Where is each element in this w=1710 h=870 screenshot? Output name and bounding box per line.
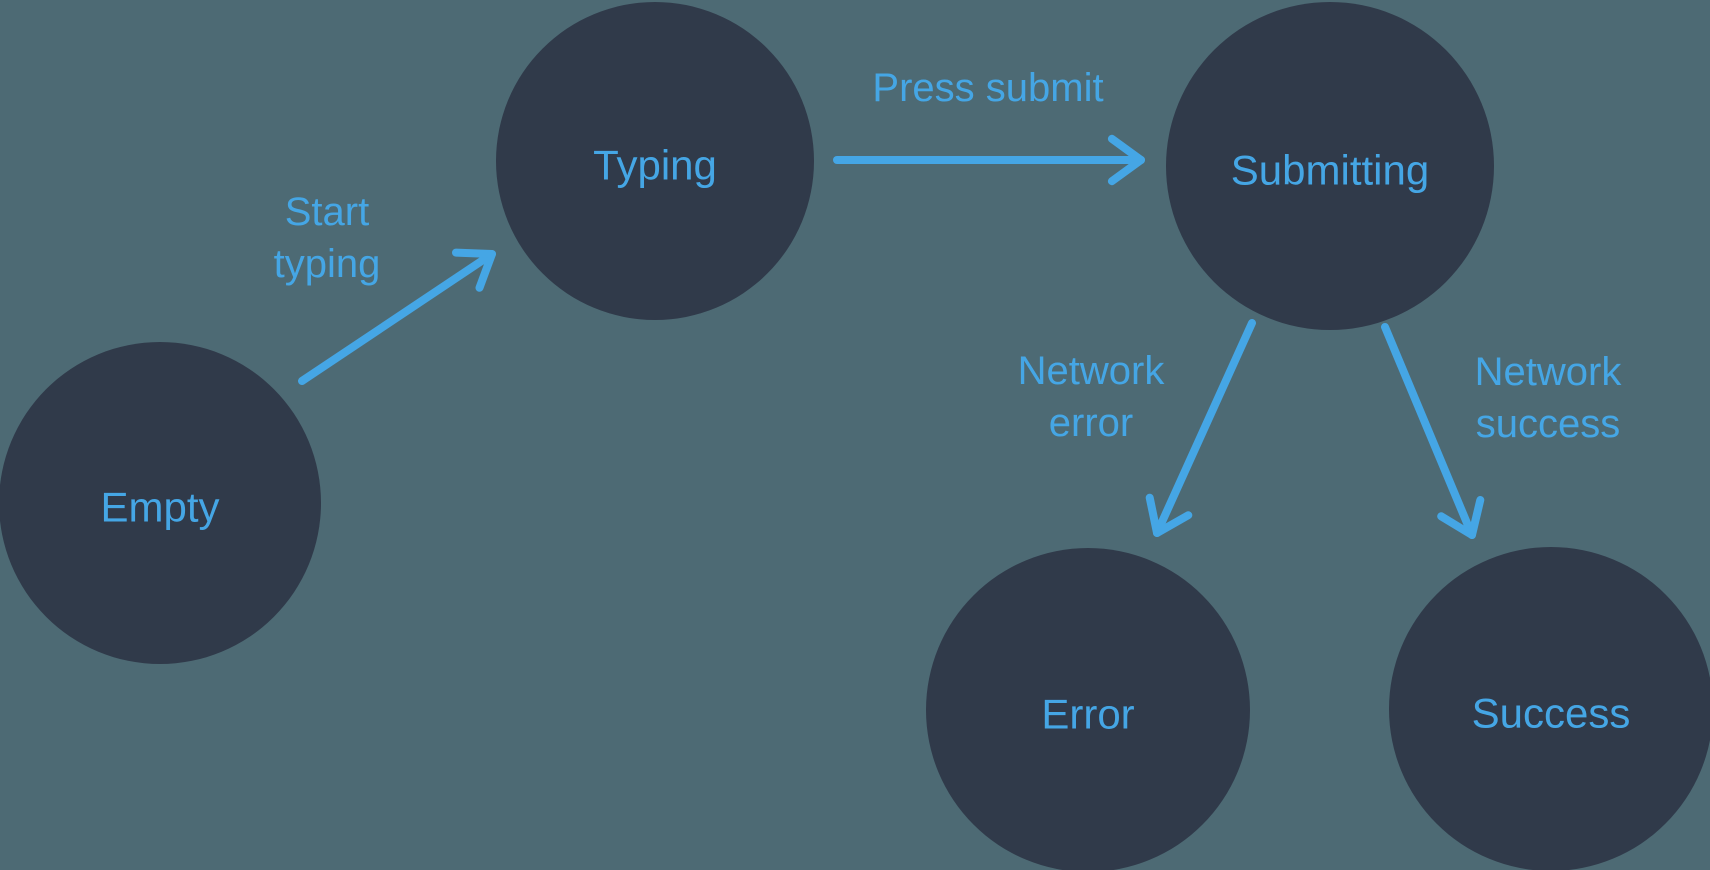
transition-network-error-label-line-1: Network	[1018, 349, 1166, 393]
transition-network-error-arrowhead-icon	[1145, 493, 1193, 537]
state-node-error: Error	[926, 548, 1250, 870]
transition-start-typing-arrowhead-icon	[452, 248, 496, 292]
state-node-empty-label: Empty	[100, 484, 219, 531]
state-node-submitting-label: Submitting	[1231, 147, 1429, 194]
state-node-success: Success	[1389, 547, 1710, 870]
state-node-submitting: Submitting	[1166, 2, 1494, 330]
state-node-empty-circle	[0, 342, 321, 664]
transition-press-submit-arrowhead-icon	[1107, 134, 1145, 186]
transition-press-submit: Press submit	[833, 66, 1145, 186]
transition-network-error: Network error	[1018, 319, 1256, 537]
state-node-typing-circle	[496, 2, 814, 320]
transition-start-typing: Start typing	[274, 190, 496, 385]
transition-network-error-line	[1153, 319, 1256, 537]
transition-network-success-line	[1381, 323, 1476, 539]
transition-network-success-arrowhead-icon	[1437, 496, 1485, 539]
state-node-typing: Typing	[496, 2, 814, 320]
transition-network-success-label-line-2: success	[1476, 402, 1621, 446]
state-node-typing-label: Typing	[593, 142, 717, 189]
state-node-success-label: Success	[1472, 690, 1631, 737]
state-node-error-label: Error	[1041, 691, 1134, 738]
transition-start-typing-label-line-1: Start	[285, 190, 369, 234]
state-node-submitting-circle	[1166, 2, 1494, 330]
transition-press-submit-label-line-1: Press submit	[872, 66, 1103, 110]
transition-start-typing-line	[298, 250, 496, 385]
state-node-success-circle	[1389, 547, 1710, 870]
state-node-empty: Empty	[0, 342, 321, 664]
transition-network-error-label-line-2: error	[1049, 401, 1133, 445]
transition-start-typing-label-line-2: typing	[274, 242, 381, 286]
state-node-error-circle	[926, 548, 1250, 870]
transition-network-success: Network success	[1381, 323, 1623, 539]
transition-network-success-label-line-1: Network	[1475, 350, 1623, 394]
